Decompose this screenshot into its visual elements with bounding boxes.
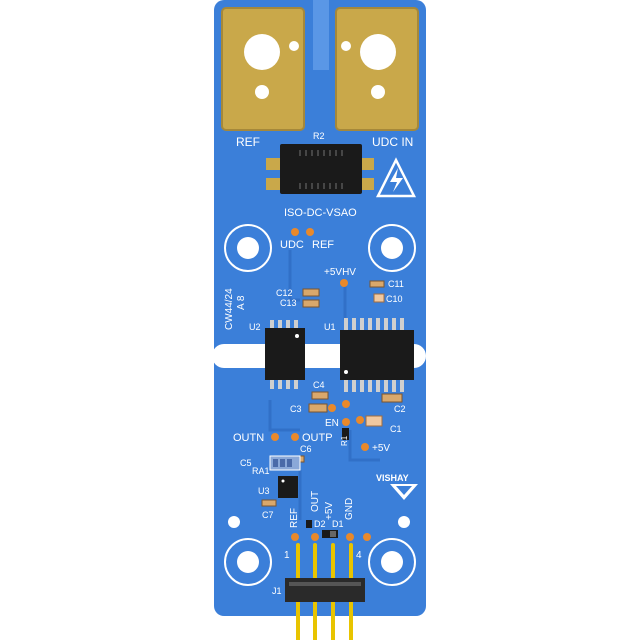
c4-label: C4 [313,380,325,390]
d2-diode [306,520,312,528]
pin-gnd-label: GND [344,498,355,520]
pin-5v-label: +5V [324,502,335,520]
test-pad-c1 [356,416,364,424]
pin-pad-3 [346,533,354,541]
c12-label: C12 [276,288,293,298]
c6-label: C6 [300,444,312,454]
v5-label: +5V [372,443,390,454]
ref-terminal-label: REF [236,135,260,149]
c12-capacitor [302,288,320,297]
pin-ref-label: REF [289,508,300,528]
c3-label: C3 [290,404,302,414]
d1-label: D1 [332,519,344,529]
ref-terminal [221,7,305,131]
vishay-logo: VISHAY [376,473,418,500]
outp-pad [291,433,299,441]
test-pad-c3 [328,404,336,412]
pin-pad-2 [311,533,319,541]
d2-label: D2 [314,519,326,529]
c1-label: C1 [390,424,402,434]
j1-connector [285,543,365,640]
outn-pad [271,433,279,441]
j1-pins-top [296,543,353,582]
d1-diode [322,530,338,538]
u1-chip [340,318,414,392]
board-name-label: ISO-DC-VSAO [284,207,357,219]
test-pad-c2 [342,400,350,408]
c2-capacitor [381,393,403,403]
r2-shunt-resistor [266,144,374,194]
en-pad [342,418,350,426]
outp-label: OUTP [302,432,333,444]
ref-test-label: REF [312,239,334,251]
c10-capacitor [373,293,385,303]
pin-pad-4 [363,533,371,541]
fiducial-right [398,516,410,528]
mounting-hole-upper-right [368,224,416,272]
ra1-label: RA1 [252,466,270,476]
en-label: EN [325,418,339,429]
c13-label: C13 [280,298,297,308]
hv5-pad [340,279,348,287]
u3-label: U3 [258,486,270,496]
c2-label: C2 [394,404,406,414]
j1-label: J1 [272,586,282,596]
udc-test-pad [291,228,299,236]
pin-out-label: OUT [310,491,321,512]
outn-label: OUTN [233,432,264,444]
version-line1: CW44/24 [224,288,235,330]
r1-label: R1 [340,435,349,446]
c11-capacitor [369,280,385,288]
mounting-hole-lower-left [224,538,272,586]
c7-label: C7 [262,510,274,520]
c10-label: C10 [386,294,403,304]
c4-capacitor [311,391,329,400]
mounting-hole-upper-left [224,224,272,272]
u2-label: U2 [249,322,261,332]
c1-capacitor [365,415,383,427]
pcb-board [214,0,426,616]
r2-label: R2 [313,131,325,141]
c13-capacitor [302,299,320,308]
j1-housing [285,578,365,602]
v5-pad [361,443,369,451]
u2-chip [265,320,305,389]
mounting-hole-lower-right [368,538,416,586]
ref-test-pad [306,228,314,236]
c7-capacitor [261,499,277,507]
udc-in-terminal-label: UDC IN [372,135,413,149]
fiducial-left [228,516,240,528]
udc-in-terminal [335,7,419,131]
u1-label: U1 [324,322,336,332]
udc-test-label: UDC [280,239,304,251]
c11-label: C11 [388,279,404,289]
version-line2: A 8 [236,295,247,310]
c3-capacitor [308,403,328,413]
pin1-label: 1 [284,550,290,561]
copper-traces [268,250,380,520]
vishay-text: VISHAY [376,473,409,483]
pin4-label: 4 [356,550,362,561]
pin-pad-1 [291,533,299,541]
high-voltage-warning-icon [375,157,417,198]
u3-chip [278,476,298,498]
j1-pins-bottom [296,602,353,640]
top-slot [313,0,329,70]
r1-resistor [342,428,349,440]
c5-label: C5 [240,458,252,468]
hv5-label: +5VHV [324,267,356,278]
ra1-resistor-array [269,455,301,471]
